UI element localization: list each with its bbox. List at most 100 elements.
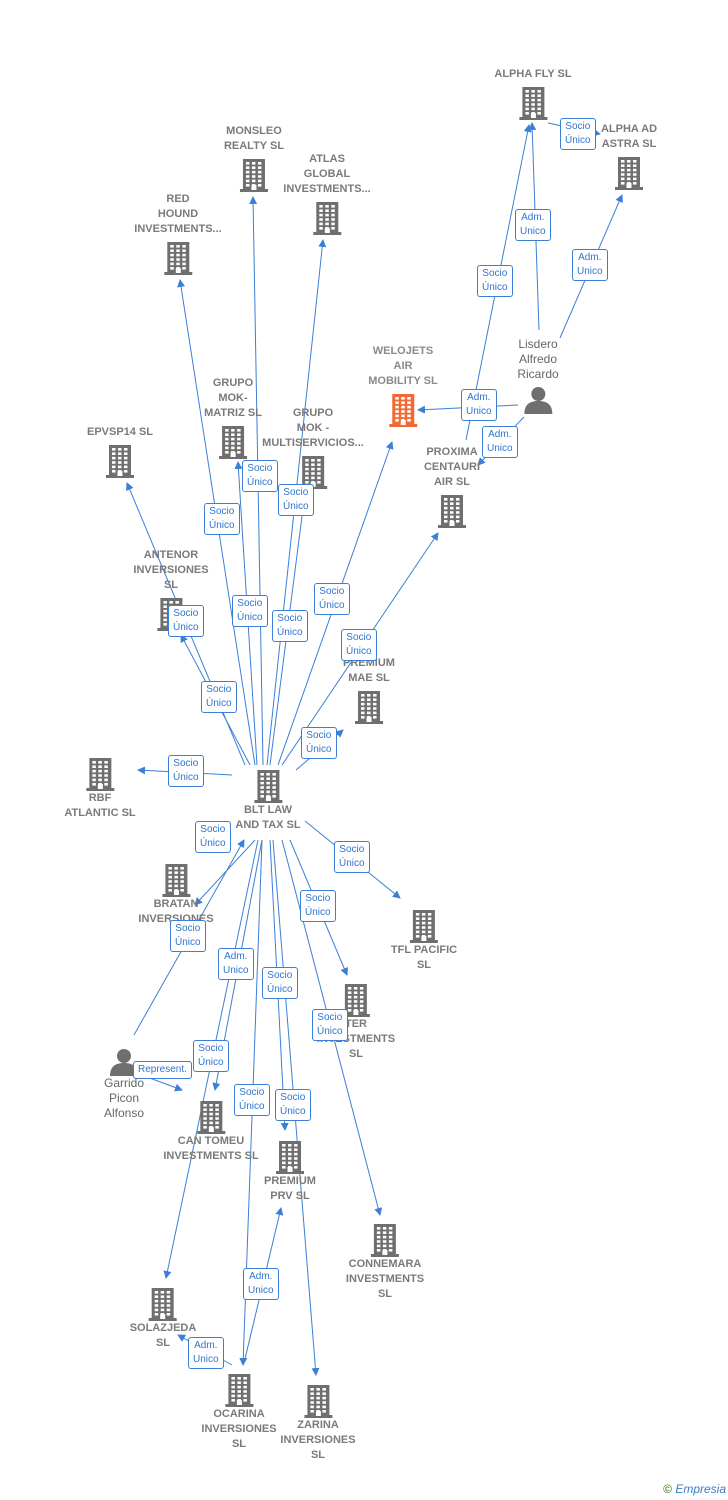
relation-label[interactable]: Adm.Unico bbox=[461, 389, 497, 421]
relation-label[interactable]: Adm.Unico bbox=[482, 426, 518, 458]
relation-label-line: Único bbox=[239, 1101, 265, 1112]
node-alpha-fly[interactable]: ALPHA FLY SL bbox=[494, 67, 572, 120]
relation-label-line: Único bbox=[346, 646, 372, 657]
relation-label-line: Único bbox=[198, 1057, 224, 1068]
relation-label-line: Unico bbox=[520, 226, 546, 237]
relation-label-line: Único bbox=[339, 858, 365, 869]
relation-label[interactable]: Adm.Unico bbox=[188, 1337, 224, 1369]
building-icon bbox=[354, 691, 383, 724]
edge-blt-to-bratan bbox=[194, 839, 256, 906]
node-label-line: ALPHA FLY SL bbox=[494, 68, 572, 80]
node-label-line: MAE SL bbox=[348, 672, 390, 684]
node-label-line: INVESTMENTS bbox=[345, 1273, 425, 1285]
node-label-line: BRATAN bbox=[153, 898, 199, 910]
node-label-line: MOK- bbox=[218, 392, 248, 404]
relation-label[interactable]: Adm.Unico bbox=[218, 948, 254, 980]
relation-label-line: Socio bbox=[346, 632, 372, 643]
node-label-line: INVESTMENTS... bbox=[134, 223, 222, 235]
relation-label[interactable]: Adm.Unico bbox=[515, 209, 551, 241]
building-icon bbox=[437, 495, 466, 528]
node-label-line: EPVSP14 SL bbox=[86, 426, 154, 438]
node-label-line: MOBILITY SL bbox=[368, 375, 438, 387]
relation-label[interactable]: Adm.Unico bbox=[572, 249, 608, 281]
node-epvsp14[interactable]: EPVSP14 SL bbox=[87, 425, 153, 478]
node-label-line: HOUND bbox=[157, 208, 199, 220]
node-label-line: RBF bbox=[88, 792, 112, 804]
building-icon bbox=[162, 864, 190, 897]
node-label-line: Garrido bbox=[103, 1076, 144, 1090]
relation-label[interactable]: Adm.Unico bbox=[243, 1268, 279, 1300]
building-icon bbox=[275, 1141, 304, 1174]
building-icon bbox=[149, 1288, 177, 1321]
relation-label-line: Socio bbox=[277, 613, 303, 624]
relation-label-line: Socio bbox=[173, 758, 199, 769]
relation-label-line: Único bbox=[206, 698, 232, 709]
brand-name: Empresia bbox=[675, 1482, 726, 1496]
relation-label-line: Único bbox=[173, 772, 199, 783]
relation-label-line: Socio bbox=[283, 487, 309, 498]
node-label-line: ANTENOR bbox=[143, 549, 199, 561]
relation-label-line: Único bbox=[482, 282, 508, 293]
relation-label-line: Socio bbox=[198, 1043, 224, 1054]
relation-label-line: Único bbox=[277, 627, 303, 638]
relation-label-line: Socio bbox=[206, 684, 232, 695]
relation-label-line: Adm. bbox=[488, 429, 512, 440]
node-label-line: MONSLEO bbox=[226, 125, 282, 137]
node-label-line: SL bbox=[310, 1449, 326, 1461]
building-icon bbox=[85, 758, 114, 791]
person-icon bbox=[523, 387, 552, 414]
relation-label[interactable]: Represent. bbox=[133, 1061, 192, 1079]
